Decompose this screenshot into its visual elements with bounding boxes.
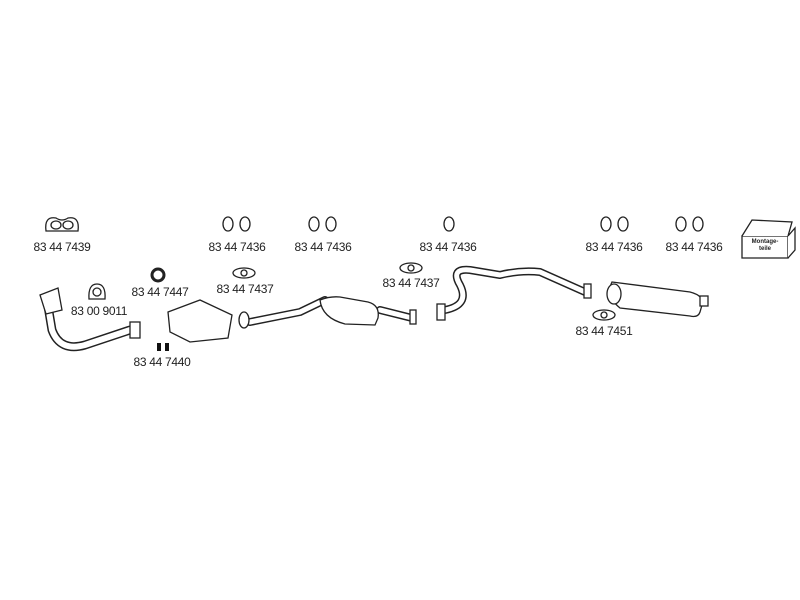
kit-label: Montage- teile xyxy=(742,239,788,253)
hanger-icon xyxy=(222,216,251,232)
part-number-label: 83 44 7440 xyxy=(133,355,191,369)
hanger-icon xyxy=(675,216,704,232)
clamp-icon xyxy=(88,283,106,300)
part-number-label: 83 00 9011 xyxy=(70,304,128,318)
downpipe-flange xyxy=(39,287,63,315)
gasket-icon xyxy=(399,262,423,274)
part-number-label: 83 44 7436 xyxy=(294,240,352,254)
part-number-label: 83 44 7436 xyxy=(585,240,643,254)
ring-icon xyxy=(150,267,166,283)
catalytic-converter xyxy=(167,299,233,343)
spacer-icon xyxy=(165,343,169,351)
part-number-label: 83 44 7437 xyxy=(216,282,274,296)
middle-muffler xyxy=(319,296,379,326)
part-number-label: 83 44 7437 xyxy=(382,276,440,290)
gasket-icon xyxy=(232,267,256,279)
part-number-label: 83 44 7436 xyxy=(208,240,266,254)
gasket-icon xyxy=(592,309,616,321)
part-number-label: 83 44 7439 xyxy=(33,240,91,254)
part-number-label: 83 44 7436 xyxy=(419,240,477,254)
part-number-label: 83 44 7447 xyxy=(131,285,189,299)
spacer-icon xyxy=(157,343,161,351)
hanger-icon xyxy=(308,216,337,232)
part-number-label: 83 44 7436 xyxy=(665,240,723,254)
kit-label-line1: Montage- xyxy=(751,239,779,245)
hanger-icon xyxy=(443,216,455,232)
rear-muffler xyxy=(609,281,704,318)
pipe-outline xyxy=(42,265,589,352)
part-number-label: 83 44 7451 xyxy=(575,324,633,338)
hanger-icon xyxy=(600,216,629,232)
kit-label-line2: teile xyxy=(758,246,771,252)
manifold-gasket-icon xyxy=(45,217,79,232)
